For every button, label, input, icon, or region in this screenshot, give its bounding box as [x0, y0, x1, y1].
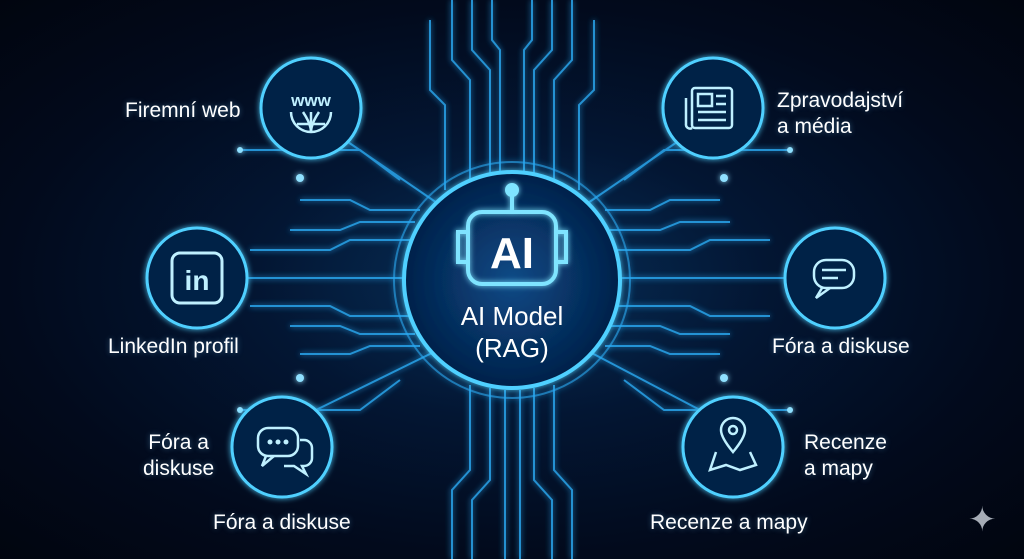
label-recenze-bottom: Recenze a mapy — [650, 511, 808, 534]
sparkle-icon: ✦ — [968, 501, 997, 539]
ai-model-hub — [393, 161, 631, 399]
chat-bubbles-icon — [812, 258, 856, 300]
www-globe-icon — [289, 111, 333, 134]
label-firemni-web: Firemní web — [125, 99, 241, 122]
map-pin-icon — [708, 416, 758, 472]
svg-text:www: www — [290, 91, 331, 110]
label-zpravodajstvi: Zpravodajství a média — [777, 89, 904, 138]
chat-bubbles-icon — [256, 426, 314, 478]
label-fora-left: Fóra a diskuse — [143, 431, 215, 480]
svg-text:in: in — [185, 265, 210, 296]
trace-nodes — [237, 147, 793, 413]
label-recenze: Recenze a mapy — [804, 431, 887, 480]
robot-icon — [456, 183, 568, 286]
linkedin-icon — [170, 251, 224, 305]
ai-badge-text: AI — [490, 229, 534, 278]
label-linkedin: LinkedIn profil — [108, 335, 239, 358]
ai-model-title: AI Model (RAG) — [460, 301, 564, 363]
newspaper-icon — [684, 86, 734, 130]
label-fora-right: Fóra a diskuse — [772, 335, 910, 358]
label-fora-left-bottom: Fóra a diskuse — [213, 511, 351, 534]
